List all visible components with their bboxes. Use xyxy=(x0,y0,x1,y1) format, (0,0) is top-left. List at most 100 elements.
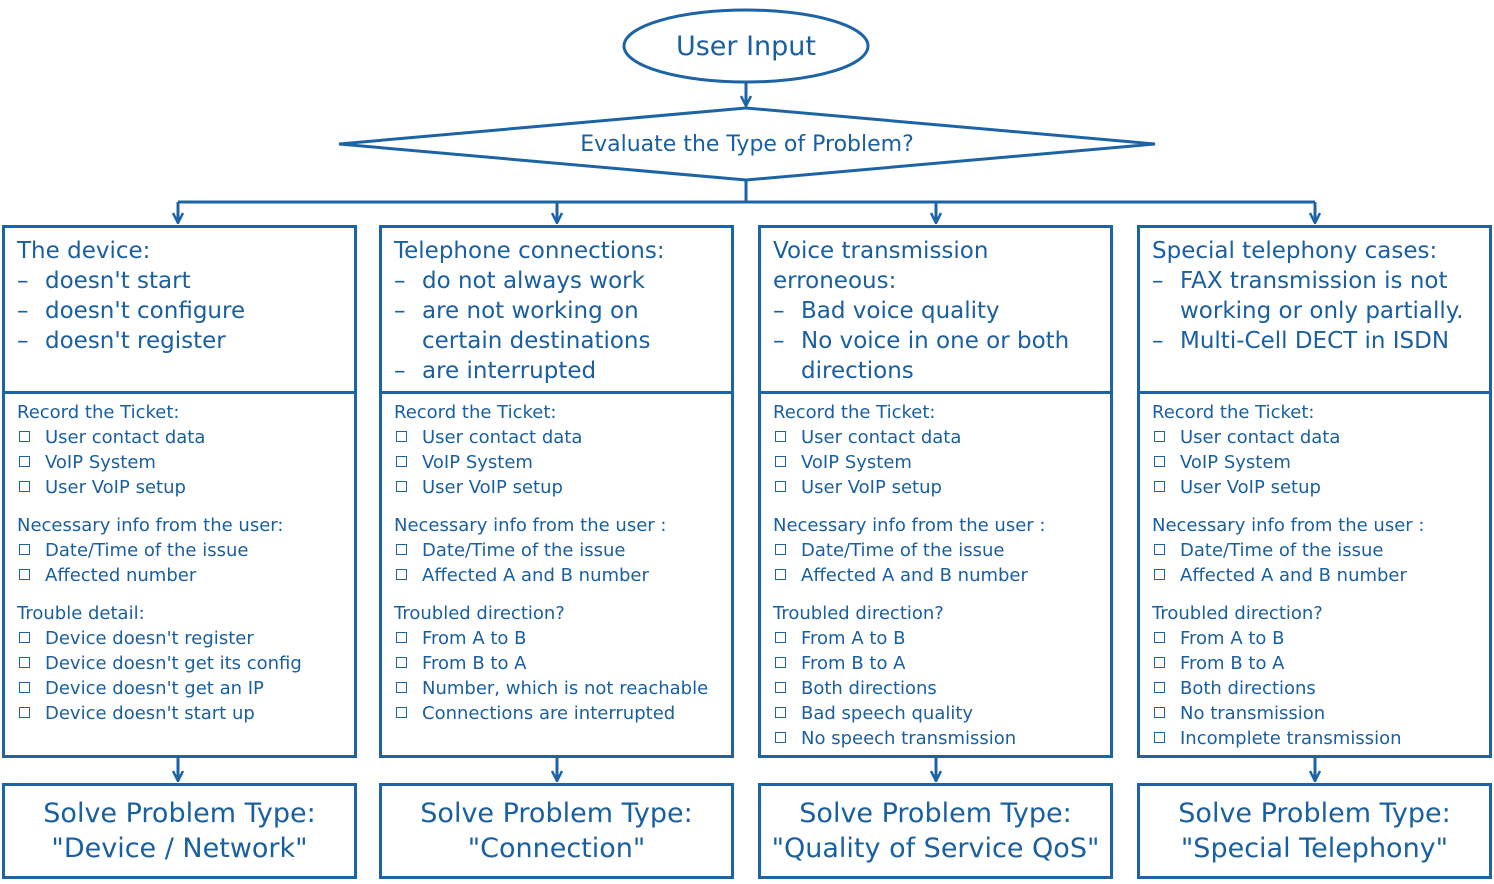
checkbox[interactable] xyxy=(19,456,30,467)
checklist-item: No speech transmission xyxy=(773,726,1098,751)
checklist-item-label: Affected A and B number xyxy=(422,565,649,586)
checkbox[interactable] xyxy=(396,431,407,442)
symptom-item: do not always work xyxy=(394,266,719,296)
checklist-item-label: Device doesn't start up xyxy=(45,703,255,724)
checkbox[interactable] xyxy=(1154,707,1165,718)
checkbox[interactable] xyxy=(775,632,786,643)
symptom-item: FAX transmission is not working or only … xyxy=(1152,266,1477,326)
checklist-item: From A to B xyxy=(1152,626,1477,651)
checkbox[interactable] xyxy=(775,544,786,555)
symptom-item: doesn't configure xyxy=(17,296,342,326)
checklist-item: Date/Time of the issue xyxy=(773,538,1098,563)
checkbox[interactable] xyxy=(1154,481,1165,492)
start-node: User Input xyxy=(624,10,868,82)
checkbox[interactable] xyxy=(19,707,30,718)
checkbox[interactable] xyxy=(396,682,407,693)
checklist-item-label: From B to A xyxy=(1180,653,1285,674)
checklist-item: Bad speech quality xyxy=(773,701,1098,726)
checklist-item: Incomplete transmission xyxy=(1152,726,1477,751)
checklist-item: Affected number xyxy=(17,563,342,588)
checkbox[interactable] xyxy=(19,569,30,580)
checkbox[interactable] xyxy=(19,431,30,442)
checkbox[interactable] xyxy=(775,707,786,718)
checklist-section-title: Trouble detail: xyxy=(17,603,145,624)
problem-category-title: Special telephony cases: xyxy=(1152,238,1438,264)
checkbox[interactable] xyxy=(396,544,407,555)
checkbox[interactable] xyxy=(396,481,407,492)
checkbox[interactable] xyxy=(19,657,30,668)
checkbox[interactable] xyxy=(775,682,786,693)
checklist-section-title: Record the Ticket: xyxy=(17,402,180,423)
symptom-item: doesn't register xyxy=(17,326,342,356)
checklist-item: Device doesn't register xyxy=(17,626,342,651)
section-spacer xyxy=(1152,500,1477,513)
checklist-item: User contact data xyxy=(773,425,1098,450)
checkbox[interactable] xyxy=(396,657,407,668)
checklist-item: VoIP System xyxy=(17,450,342,475)
start-node-label: User Input xyxy=(675,30,817,62)
checkbox[interactable] xyxy=(1154,732,1165,743)
checklist-item: From A to B xyxy=(394,626,719,651)
checkbox[interactable] xyxy=(1154,569,1165,580)
checklist-item: From B to A xyxy=(773,651,1098,676)
checklist-item: VoIP System xyxy=(1152,450,1477,475)
solve-line-1: Solve Problem Type: xyxy=(1178,798,1451,829)
checklist-item: No transmission xyxy=(1152,701,1477,726)
symptom-item: Bad voice quality xyxy=(773,296,1098,326)
checkbox[interactable] xyxy=(775,456,786,467)
checklist-item-label: Affected A and B number xyxy=(801,565,1028,586)
checklist-item: VoIP System xyxy=(773,450,1098,475)
problem-category-title: Voice transmission erroneous: xyxy=(773,238,989,294)
checkbox[interactable] xyxy=(775,569,786,580)
checklist-item-label: User VoIP setup xyxy=(801,477,942,498)
checkbox[interactable] xyxy=(775,657,786,668)
checkbox[interactable] xyxy=(19,481,30,492)
checklist-item: From B to A xyxy=(1152,651,1477,676)
checkbox[interactable] xyxy=(396,456,407,467)
checkbox[interactable] xyxy=(396,632,407,643)
checklist-item-label: No speech transmission xyxy=(801,728,1017,749)
checkbox[interactable] xyxy=(1154,682,1165,693)
checklist-item-label: Device doesn't get an IP xyxy=(45,678,264,699)
checkbox[interactable] xyxy=(1154,632,1165,643)
solve-problem-box: Solve Problem Type: "Quality of Service Q… xyxy=(758,783,1113,879)
checklist-item: From B to A xyxy=(394,651,719,676)
decision-node: Evaluate the Type of Problem? xyxy=(339,108,1155,180)
checkbox[interactable] xyxy=(19,544,30,555)
checkbox[interactable] xyxy=(775,481,786,492)
checklist-item-label: User VoIP setup xyxy=(422,477,563,498)
checkbox[interactable] xyxy=(19,632,30,643)
problem-category-box: The device:doesn't startdoesn't configur… xyxy=(2,225,357,392)
checkbox[interactable] xyxy=(1154,657,1165,668)
checkbox[interactable] xyxy=(396,707,407,718)
checkbox[interactable] xyxy=(1154,456,1165,467)
solve-line-2: "Quality of Service QoS" xyxy=(771,833,1100,864)
checklist-item: Device doesn't start up xyxy=(17,701,342,726)
checkbox[interactable] xyxy=(396,569,407,580)
checkbox[interactable] xyxy=(1154,431,1165,442)
checklist-item: User VoIP setup xyxy=(773,475,1098,500)
checklist-item: Affected A and B number xyxy=(394,563,719,588)
checklist-item: Device doesn't get an IP xyxy=(17,676,342,701)
checkbox[interactable] xyxy=(19,682,30,693)
checklist-item-label: VoIP System xyxy=(1180,452,1291,473)
checklist-item-label: User contact data xyxy=(1180,427,1341,448)
checklist-item: Both directions xyxy=(1152,676,1477,701)
solve-line-1: Solve Problem Type: xyxy=(799,798,1072,829)
solve-line-2: "Special Telephony" xyxy=(1180,833,1449,864)
checklist-item: From A to B xyxy=(773,626,1098,651)
decision-node-shape xyxy=(338,106,1156,182)
checklist-item: User VoIP setup xyxy=(394,475,719,500)
checkbox[interactable] xyxy=(1154,544,1165,555)
section-spacer xyxy=(394,500,719,513)
checkbox[interactable] xyxy=(775,431,786,442)
checkbox[interactable] xyxy=(775,732,786,743)
